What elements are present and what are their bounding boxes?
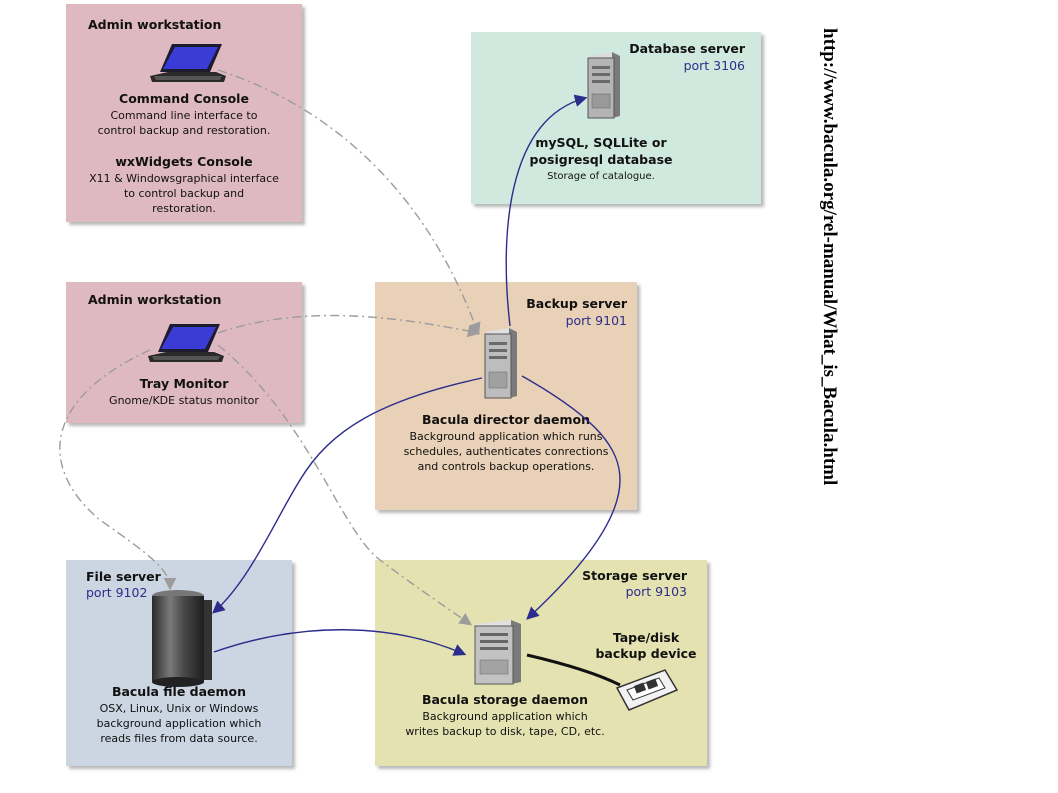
connector-storage-to-tape	[526, 653, 621, 687]
wxwidgets-console-desc: X11 & Windowsgraphical interface to cont…	[89, 172, 279, 215]
command-console-title: Command Console	[119, 91, 249, 106]
panel-title: Backup server	[526, 296, 627, 311]
connector-file-to-storage	[213, 629, 467, 656]
database-desc: Storage of catalogue.	[547, 171, 655, 182]
admin-workstation-panel-1: Admin workstation Command Console Comman…	[66, 4, 302, 222]
panel-title: Admin workstation	[88, 17, 222, 32]
laptop-icon	[150, 44, 226, 82]
panel-port: port 9103	[625, 584, 687, 599]
tray-monitor-title: Tray Monitor	[139, 376, 229, 391]
director-daemon-desc: Background application which runs schedu…	[403, 430, 609, 473]
server-tower-icon	[587, 52, 620, 119]
admin-workstation-panel-2: Admin workstation Tray Monitor Gnome/KDE…	[66, 282, 302, 423]
server-tower-icon	[484, 328, 517, 399]
panel-title: File server	[86, 569, 161, 584]
backup-server-panel: Backup server port 9101 Bacula director …	[375, 282, 637, 510]
database-name: mySQL, SQLLite or posigresql database	[529, 135, 673, 167]
file-daemon-title: Bacula file daemon	[111, 684, 247, 699]
panel-title: Storage server	[582, 568, 687, 583]
panel-port: port 3106	[683, 58, 745, 73]
database-server-panel: Database server port 3106 mySQL, SQLLite…	[471, 32, 761, 204]
storage-daemon-desc: Background application which writes back…	[405, 710, 605, 738]
connector-director-to-file	[212, 377, 483, 614]
file-server-panel: File server port 9102 Bacula file daemon…	[66, 560, 292, 766]
connector-monitor-to-file	[59, 349, 177, 591]
wxwidgets-console-title: wxWidgets Console	[115, 154, 253, 169]
storage-server-panel: Storage server port 9103 Tape/disk backu…	[375, 560, 707, 766]
laptop-icon	[148, 324, 224, 362]
connector-director-to-database	[505, 94, 588, 327]
server-tower-icon	[474, 620, 521, 685]
command-console-desc: Command line interface to control backup…	[97, 109, 271, 137]
tape-device-label: Tape/disk backup device	[595, 630, 697, 661]
panel-title: Admin workstation	[88, 292, 222, 307]
connector-director-to-storage	[521, 375, 621, 620]
source-url[interactable]: http://www.bacula.org/rel-manual/What_is…	[819, 28, 840, 486]
panel-title: Database server	[629, 41, 745, 56]
director-daemon-title: Bacula director daemon	[421, 412, 591, 427]
tray-monitor-desc: Gnome/KDE status monitor	[109, 394, 259, 407]
file-server-icon	[152, 590, 212, 687]
connector-monitor-to-storage	[217, 344, 473, 626]
storage-daemon-title: Bacula storage daemon	[421, 692, 589, 707]
panel-port: port 9101	[565, 313, 627, 328]
file-daemon-desc: OSX, Linux, Unix or Windows background a…	[96, 702, 262, 745]
tape-cartridge-icon	[615, 669, 679, 711]
connector-monitor-to-director	[217, 314, 481, 338]
panel-port: port 9102	[86, 585, 148, 600]
connector-console-to-director	[217, 69, 481, 336]
